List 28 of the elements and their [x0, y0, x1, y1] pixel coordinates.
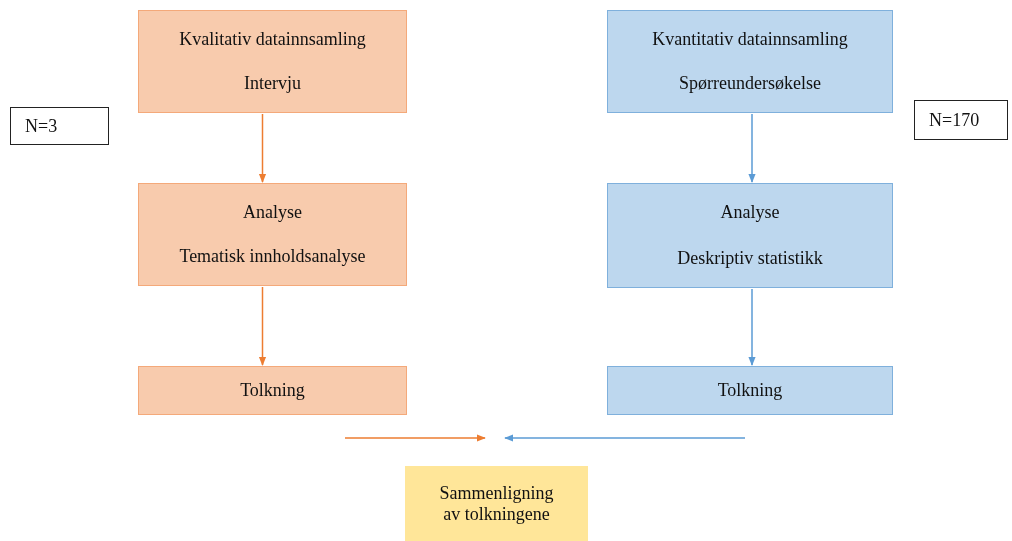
box-text: Tematisk innholdsanalyse — [179, 246, 366, 268]
arrow — [344, 434, 486, 442]
process-box — [138, 183, 407, 286]
process-box — [607, 183, 893, 288]
process-box — [138, 366, 407, 415]
arrow — [258, 286, 267, 366]
arrow — [258, 113, 267, 183]
box-text: N=170 — [929, 109, 980, 131]
box-text: Tolkning — [240, 380, 305, 401]
box-heading: Kvalitativ datainnsamling — [179, 28, 366, 50]
box-text: Deskriptiv statistikk — [677, 247, 823, 269]
arrow — [504, 434, 746, 442]
box-heading: Analyse — [720, 202, 780, 224]
box-heading: Analyse — [243, 201, 302, 223]
box-text: Intervju — [244, 73, 301, 95]
sample-size-box — [914, 100, 1008, 140]
arrow — [748, 288, 756, 366]
sample-size-box — [10, 107, 109, 145]
process-box — [138, 10, 407, 113]
process-box — [607, 366, 893, 415]
box-text: Spørreundersøkelse — [679, 73, 821, 95]
box-text: Tolkning — [717, 380, 783, 401]
process-box — [607, 10, 893, 113]
arrow — [748, 113, 756, 183]
box-text: Sammenligning av tolkningene — [438, 482, 555, 525]
result-box — [405, 466, 588, 541]
box-text: N=3 — [25, 115, 58, 137]
box-heading: Kvantitativ datainnsamling — [652, 28, 848, 50]
